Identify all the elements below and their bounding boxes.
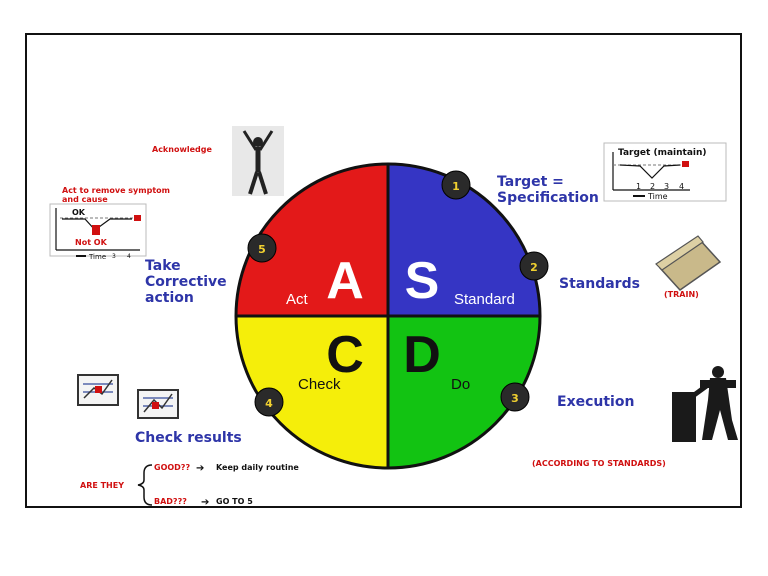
svg-text:Target (maintain): Target (maintain) — [618, 148, 707, 158]
good-label: GOOD?? — [154, 463, 191, 472]
svg-text:5: 5 — [258, 243, 266, 256]
are-they-brace — [137, 464, 153, 506]
svg-text:3: 3 — [511, 392, 519, 405]
train-label: (TRAIN) — [664, 290, 699, 299]
target-label: Target = Specification — [497, 174, 599, 206]
standard-quadrant — [388, 164, 540, 316]
standard-letter: S — [405, 252, 440, 310]
are-they-label: ARE THEY — [80, 481, 125, 490]
act-remove-label: Act to remove symptom and cause — [62, 186, 170, 204]
take-corrective-label: Take Corrective action — [145, 258, 227, 306]
worker-silhouette-icon — [672, 366, 738, 442]
check-results-label: Check results — [135, 430, 242, 446]
svg-text:4: 4 — [679, 182, 684, 191]
svg-text:1: 1 — [452, 180, 460, 193]
execution-label: Execution — [557, 394, 635, 410]
act-chart: OK Not OK 3 4 Time — [49, 203, 147, 261]
svg-text:2: 2 — [530, 261, 538, 274]
step-badge-5: 5 — [247, 233, 277, 263]
svg-text:3: 3 — [664, 182, 669, 191]
svg-text:Time: Time — [88, 253, 106, 261]
svg-text:2: 2 — [650, 182, 655, 191]
bad-arrow-icon: ➔ — [201, 497, 209, 508]
good-action-label: Keep daily routine — [216, 463, 299, 472]
bad-label: BAD??? — [154, 497, 187, 506]
do-letter: D — [403, 326, 441, 384]
standards-label: Standards — [559, 276, 640, 292]
act-word: Act — [286, 291, 309, 308]
svg-text:1: 1 — [636, 182, 641, 191]
good-arrow-icon: ➔ — [196, 463, 204, 474]
check-chart-icon-2 — [137, 389, 179, 419]
step-badge-3: 3 — [500, 382, 530, 412]
svg-text:4: 4 — [127, 253, 131, 260]
celebrating-person-icon — [232, 126, 284, 196]
target-chart: Target (maintain) 1 2 3 4 Time — [603, 142, 727, 202]
check-word: Check — [298, 376, 341, 393]
do-word: Do — [451, 376, 470, 393]
svg-text:3: 3 — [112, 253, 116, 260]
check-quadrant — [236, 316, 388, 468]
do-quadrant — [388, 316, 540, 468]
standard-word: Standard — [454, 291, 515, 308]
act-quadrant — [236, 164, 388, 316]
step-badge-4: 4 — [254, 387, 284, 417]
bad-action-label: GO TO 5 — [216, 497, 253, 506]
svg-text:4: 4 — [265, 397, 273, 410]
act-letter: A — [326, 252, 364, 310]
check-letter: C — [326, 326, 364, 384]
check-chart-icon-1 — [77, 374, 119, 406]
step-badge-2: 2 — [519, 251, 549, 281]
svg-text:Not OK: Not OK — [75, 238, 108, 247]
svg-text:Time: Time — [647, 192, 668, 201]
svg-text:OK: OK — [72, 208, 86, 217]
acknowledge-label: Acknowledge — [152, 145, 212, 154]
folder-icon — [655, 235, 722, 291]
according-label: (ACCORDING TO STANDARDS) — [532, 459, 666, 468]
step-badge-1: 1 — [441, 170, 471, 200]
